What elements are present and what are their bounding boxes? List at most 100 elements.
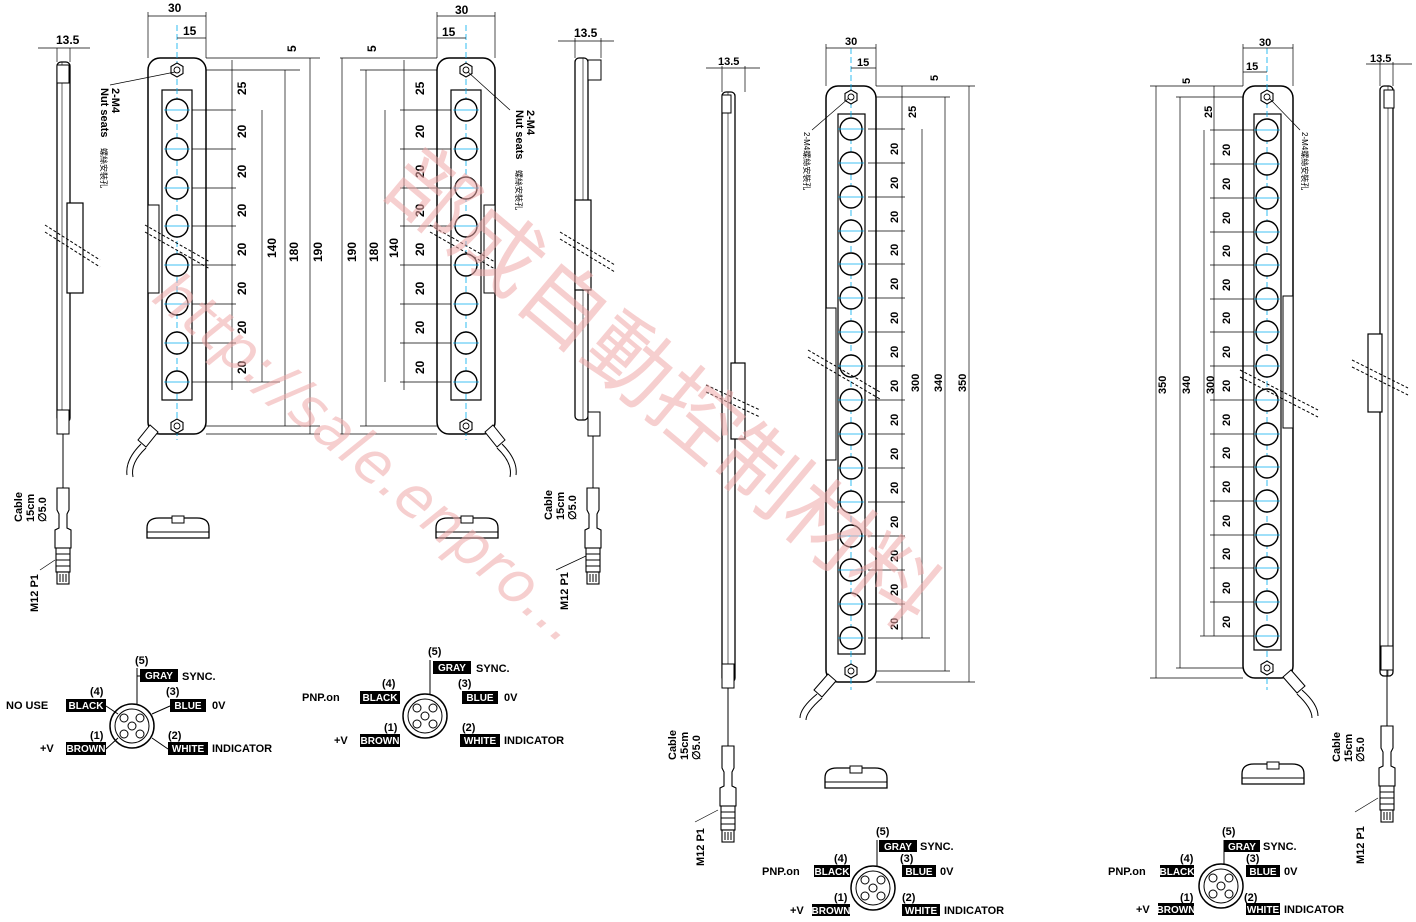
pin1-label-d: (1) (1180, 892, 1194, 904)
side-view-right-b: 13.5 ∅5.0 15cm Cable M12 P1 (1331, 53, 1412, 864)
pitch-c7: 20 (889, 346, 901, 358)
pin2-label-d: (2) (1244, 892, 1258, 904)
pin3-label: (3) (166, 686, 180, 698)
top-offset-label-d: 5 (1181, 78, 1193, 84)
nut-label-cn-b: 螺絲安裝孔 (514, 170, 524, 210)
blue-wire: BLUE (174, 701, 202, 712)
nut-label-size: 2-M4 (109, 88, 121, 114)
side-width-label: 13.5 (56, 33, 80, 47)
gray-wire-c: GRAY (884, 842, 912, 853)
pitch-label-2: 20 (235, 164, 249, 178)
cable-diameter-d: ∅5.0 (1355, 737, 1367, 762)
pitch-d8: 20 (1221, 380, 1233, 392)
pitch-d2: 20 (1221, 178, 1233, 190)
cable-word-d: Cable (1331, 732, 1343, 762)
pitch-label-b6: 20 (413, 320, 427, 334)
mounting-bracket-a (146, 515, 210, 539)
pitch-d9: 20 (1221, 414, 1233, 426)
white-wire-c: WHITE (905, 906, 938, 917)
pitch-d12: 20 (1221, 515, 1233, 527)
pitch-label-b1: 20 (413, 124, 427, 138)
width-total-label-d: 30 (1259, 37, 1271, 49)
sync-label: SYNC. (182, 671, 216, 683)
side-view-right-a: 13.5 ∅5.0 15cm Cable M12 P1 (667, 56, 761, 866)
pin5-label-d: (5) (1222, 826, 1236, 838)
pin4-label: (4) (90, 686, 104, 698)
indicator-label-b: INDICATOR (504, 735, 564, 747)
pin5-label-b: (5) (428, 646, 442, 658)
pin5-label: (5) (135, 655, 149, 667)
connector-label-c: M12 P1 (695, 828, 707, 866)
pin4-label-b: (4) (382, 678, 396, 690)
plus-v-label-b: +V (334, 735, 348, 747)
brown-wire-c: BROWN (812, 906, 851, 917)
cable-word-c: Cable (667, 730, 679, 760)
first-pitch-label-c: 25 (907, 106, 919, 118)
pitch-d14: 20 (1221, 582, 1233, 594)
pitch-label-6: 20 (235, 320, 249, 334)
first-pitch-label-d: 25 (1203, 106, 1215, 118)
gray-wire: GRAY (145, 671, 173, 682)
cable-word: Cable (13, 492, 25, 522)
pitch-label-4: 20 (235, 242, 249, 256)
pitch-c2: 20 (889, 177, 901, 189)
blue-wire-c: BLUE (905, 867, 933, 878)
pin2-label: (2) (168, 730, 182, 742)
pitch-c14: 20 (889, 584, 901, 596)
span-180-label-b: 180 (367, 242, 381, 262)
front-view-left-b: 30 15 25 20 20 20 20 20 20 20 140 180 19… (340, 3, 536, 539)
pitch-c13: 20 (889, 550, 901, 562)
pnp-label-d: PNP.on (1108, 866, 1146, 878)
width-total-label-c: 30 (845, 36, 857, 48)
side-view-left-a: 13.5 ∅5.0 15cm Cable M12 P1 (13, 33, 101, 612)
pitch-label-b7: 20 (413, 360, 427, 374)
indicator-label-d: INDICATOR (1284, 904, 1344, 916)
first-pitch-label-b: 25 (413, 81, 427, 95)
pitch-d7: 20 (1221, 346, 1233, 358)
span-340-label: 340 (933, 374, 945, 392)
span-180-label: 180 (287, 242, 301, 262)
pin5-label-c: (5) (876, 826, 890, 838)
pitch-label-b5: 20 (413, 281, 427, 295)
plus-v-label: +V (40, 743, 54, 755)
cable-diameter-b: ∅5.0 (567, 495, 579, 520)
pitch-label-b2: 20 (413, 164, 427, 178)
pitch-d4: 20 (1221, 245, 1233, 257)
cable-length: 15cm (25, 494, 37, 522)
connector-label: M12 P1 (29, 574, 41, 612)
plus-v-label-c: +V (790, 905, 804, 917)
side-width-label-b: 13.5 (574, 26, 598, 40)
pitch-c5: 20 (889, 278, 901, 290)
front-view-left-a: 30 15 25 20 20 20 20 20 20 20 140 180 19… (98, 1, 325, 539)
span-350-label-d: 350 (1157, 376, 1169, 394)
pitch-label-7: 20 (235, 360, 249, 374)
mounting-bracket-d (1241, 761, 1305, 785)
span-340-label-d: 340 (1181, 376, 1193, 394)
cable-word-b: Cable (543, 490, 555, 520)
pitch-label-b3: 20 (413, 203, 427, 217)
width-total-label: 30 (168, 1, 182, 15)
pitch-d13: 20 (1221, 548, 1233, 560)
nut-label-d: 2-M4螺絲安裝孔 (1300, 132, 1310, 190)
black-wire-c: BLACK (815, 867, 851, 878)
gray-wire-b: GRAY (438, 663, 466, 674)
pitch-c8: 20 (889, 380, 901, 392)
pitch-d3: 20 (1221, 212, 1233, 224)
pnp-label-c: PNP.on (762, 866, 800, 878)
pitch-d15: 20 (1221, 616, 1233, 628)
black-wire: BLACK (69, 701, 105, 712)
pin3-label-b: (3) (458, 678, 472, 690)
cable-diameter: ∅5.0 (37, 497, 49, 522)
zero-v-label: 0V (212, 700, 226, 712)
pitch-d5: 20 (1221, 279, 1233, 291)
nut-label-cn: 螺絲安裝孔 (99, 148, 109, 188)
cable-diameter-c: ∅5.0 (691, 735, 703, 760)
pnp-label: PNP.on (302, 692, 340, 704)
top-offset-label: 5 (285, 45, 299, 52)
pitch-label-b4: 20 (413, 242, 427, 256)
wiring-diagram-a: (5) GRAY SYNC. (4) BLACK NO USE (3) BLUE… (6, 655, 272, 755)
pitch-c6: 20 (889, 312, 901, 324)
zero-v-label-b: 0V (504, 692, 518, 704)
nut-label-text: Nut seats (98, 88, 110, 138)
pitch-c9: 20 (889, 414, 901, 426)
